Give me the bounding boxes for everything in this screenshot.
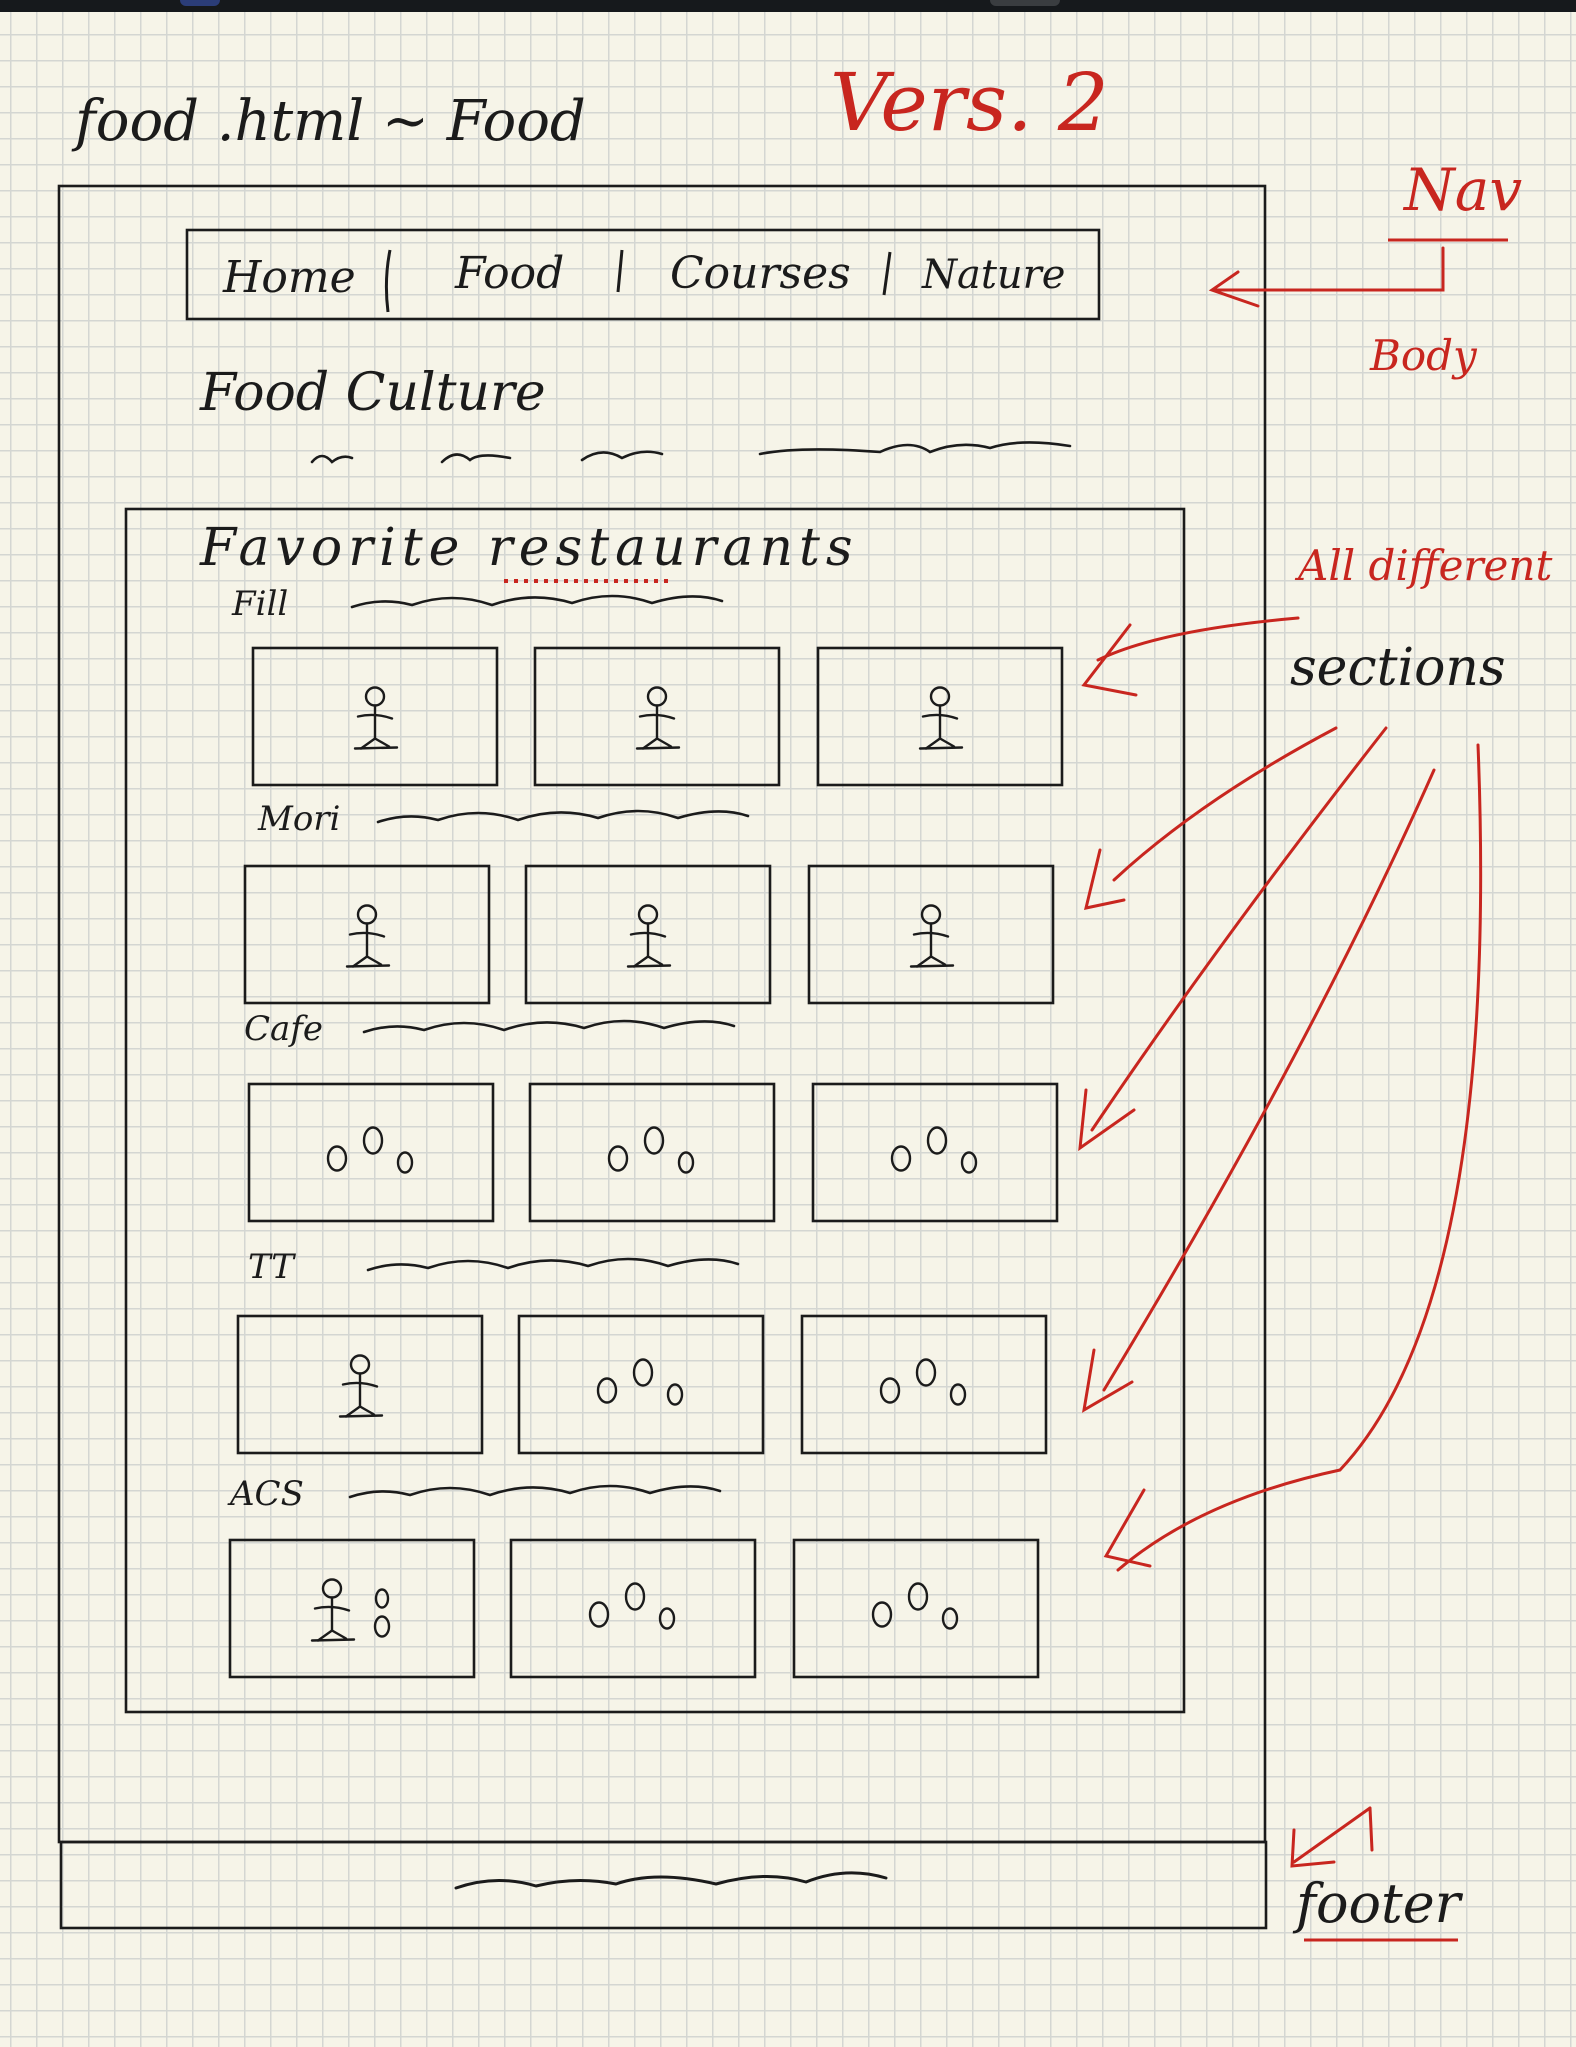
- restaurant-photo-card[interactable]: [247, 1082, 495, 1223]
- restaurant-group: ACS: [227, 1474, 1040, 1679]
- section-pointer-arrow-4: [1081, 768, 1436, 1413]
- footer-text-squiggle: [454, 1871, 888, 1890]
- section-pointer-arrow-5: [1103, 743, 1483, 1572]
- photo-placeholder-frame: [524, 864, 772, 1005]
- footer-frame: [59, 1840, 1268, 1930]
- person-sketch-icon: [310, 1578, 356, 1642]
- nav-item-courses[interactable]: Courses: [670, 248, 851, 299]
- person-sketch-icon: [338, 1354, 384, 1418]
- nav-box: [185, 228, 1101, 321]
- nav-item-nature[interactable]: Nature: [921, 252, 1065, 298]
- description-squiggle: [366, 1257, 740, 1272]
- photo-placeholder-frame: [509, 1538, 757, 1679]
- nav-divider: [882, 251, 892, 296]
- annotation-footer: footer: [1292, 1872, 1464, 1935]
- nav-bar: Home Food Courses Nature: [185, 228, 1101, 321]
- photo-placeholder-frame: [247, 1082, 495, 1223]
- restaurant-group-label: Cafe: [244, 1009, 323, 1049]
- restaurant-photo-card[interactable]: [816, 646, 1064, 787]
- restaurant-group: TT: [236, 1247, 1048, 1455]
- photo-placeholder-frame: [228, 1538, 476, 1679]
- photo-placeholder-frame: [811, 1082, 1059, 1223]
- person-sketch-icon: [626, 904, 672, 968]
- nav-pointer-arrow: [1208, 246, 1445, 308]
- nav-divider: [384, 249, 392, 313]
- page-title: food .html ~ Food: [71, 89, 586, 154]
- restaurant-group-label: Fill: [231, 584, 288, 624]
- restaurant-photo-card[interactable]: [800, 1314, 1048, 1455]
- restaurant-photo-card[interactable]: [509, 1538, 757, 1679]
- annotations: Nav Body All different sections footer: [1078, 156, 1552, 1942]
- photo-placeholder-frame: [533, 646, 781, 787]
- restaurant-photo-card[interactable]: [811, 1082, 1059, 1223]
- description-squiggle: [350, 594, 724, 609]
- person-sketch-icon: [635, 686, 681, 750]
- nav-item-food[interactable]: Food: [454, 248, 564, 299]
- restaurant-photo-card[interactable]: [517, 1314, 765, 1455]
- status-pill: [990, 0, 1060, 6]
- annotation-nav: Nav: [1402, 156, 1522, 224]
- food-items-sketch-icon: [326, 1126, 414, 1174]
- restaurant-group: Fill: [231, 584, 1064, 787]
- person-sketch-icon: [918, 686, 964, 750]
- food-items-sketch-icon: [890, 1126, 978, 1174]
- favorites-section-frame: [124, 507, 1186, 1714]
- nav-divider: [616, 249, 624, 293]
- food-items-sketch-icon: [879, 1358, 967, 1406]
- food-items-sketch-icon: [596, 1358, 684, 1406]
- photo-placeholder-frame: [800, 1314, 1048, 1455]
- food-items-sketch-icon: [871, 1582, 959, 1630]
- version-label: Vers. 2: [830, 56, 1109, 149]
- annotation-sections-line1: All different: [1294, 541, 1552, 590]
- restaurant-photo-card[interactable]: [528, 1082, 776, 1223]
- body-frame: [57, 184, 1267, 1844]
- food-item-sketch-icon: [373, 1615, 391, 1638]
- photo-placeholder-frame: [236, 1314, 484, 1455]
- intro-text-squiggle: [310, 441, 1072, 464]
- description-squiggle: [362, 1019, 736, 1034]
- footer-pointer-arrow: [1290, 1806, 1374, 1868]
- section-pointer-arrow-3: [1078, 726, 1388, 1152]
- section-pointer-arrow-2: [1083, 726, 1338, 910]
- food-item-sketch-icon: [374, 1588, 390, 1609]
- photo-placeholder-frame: [792, 1538, 1040, 1679]
- restaurant-photo-card[interactable]: [251, 646, 499, 787]
- person-sketch-icon: [909, 904, 955, 968]
- food-items-sketch-icon: [607, 1126, 695, 1174]
- favorites-section-title: Favorite restaurants: [199, 518, 859, 578]
- restaurant-group: Mori: [243, 799, 1055, 1005]
- nav-item-home[interactable]: Home: [222, 252, 356, 303]
- restaurant-photo-card[interactable]: [807, 864, 1055, 1005]
- restaurant-group-label: Mori: [257, 799, 340, 839]
- page-heading: Food Culture: [199, 363, 546, 423]
- person-sketch-icon: [345, 904, 391, 968]
- description-squiggle: [376, 809, 750, 824]
- restaurant-photo-card[interactable]: [524, 864, 772, 1005]
- description-squiggle: [348, 1484, 722, 1499]
- photo-placeholder-frame: [528, 1082, 776, 1223]
- photo-placeholder-frame: [517, 1314, 765, 1455]
- food-items-sketch-icon: [588, 1582, 676, 1630]
- camera-indicator: [180, 0, 220, 6]
- section-pointer-arrow-1: [1081, 616, 1300, 697]
- person-sketch-icon: [353, 686, 399, 750]
- photo-placeholder-frame: [816, 646, 1064, 787]
- restaurant-photo-card[interactable]: [533, 646, 781, 787]
- photo-placeholder-frame: [807, 864, 1055, 1005]
- restaurant-photo-card[interactable]: [236, 1314, 484, 1455]
- photo-placeholder-frame: [251, 646, 499, 787]
- restaurant-group-label: TT: [248, 1247, 296, 1287]
- device-status-bar: [0, 0, 1576, 12]
- restaurant-group-label: ACS: [227, 1474, 304, 1514]
- restaurant-group: Cafe: [244, 1009, 1059, 1223]
- annotation-body: Body: [1369, 331, 1478, 380]
- restaurant-photo-card[interactable]: [243, 864, 491, 1005]
- photo-placeholder-frame: [243, 864, 491, 1005]
- annotation-sections-line2: sections: [1290, 638, 1506, 698]
- restaurant-photo-card[interactable]: [792, 1538, 1040, 1679]
- restaurant-photo-card[interactable]: [228, 1538, 476, 1679]
